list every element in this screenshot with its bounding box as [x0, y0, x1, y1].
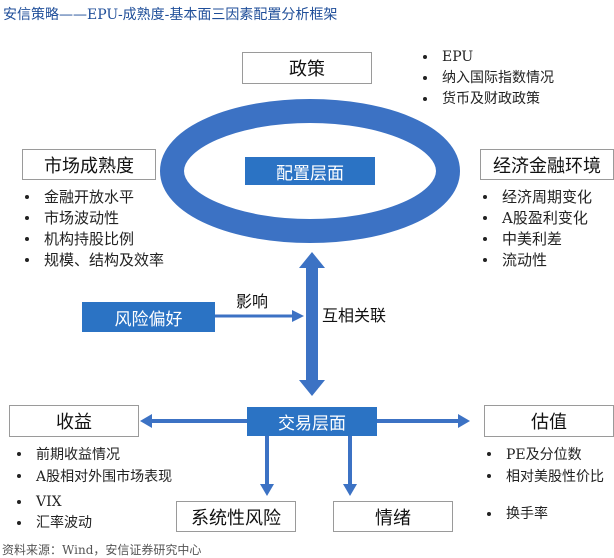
valuation-extra-item: 换手率: [484, 504, 548, 525]
returns-extra-list: VIX 汇率波动: [14, 492, 92, 534]
down-arrow-systemic-risk: [260, 436, 274, 496]
economic-environment-item: A股盈利变化: [480, 208, 592, 229]
valuation-label: 估值: [531, 412, 567, 433]
market-maturity-item: 规模、结构及效率: [22, 250, 164, 271]
valuation-list: PE及分位数 相对美股性价比: [484, 444, 604, 488]
economic-environment-item: 经济周期变化: [480, 187, 592, 208]
returns-item: 前期收益情况: [14, 444, 172, 466]
returns-list: 前期收益情况 A股相对外围市场表现: [14, 444, 172, 488]
risk-preference-label: 风险偏好: [114, 309, 183, 330]
systemic-risk-box: 系统性风险: [176, 501, 296, 532]
policy-list: EPU 纳入国际指数情况 货币及财政政策: [420, 47, 554, 110]
returns-extra-item: 汇率波动: [14, 513, 92, 534]
risk-preference-box: 风险偏好: [82, 302, 215, 332]
market-maturity-label: 市场成熟度: [44, 155, 134, 177]
returns-extra-item: VIX: [14, 492, 92, 513]
market-maturity-item: 金融开放水平: [22, 187, 164, 208]
policy-item: EPU: [420, 47, 554, 68]
valuation-item: PE及分位数: [484, 444, 604, 466]
returns-label: 收益: [56, 412, 92, 433]
interrelation-double-arrow: [299, 252, 325, 396]
policy-box: 政策: [242, 52, 372, 84]
economic-environment-list: 经济周期变化 A股盈利变化 中美利差 流动性: [480, 187, 592, 271]
returns-item: A股相对外围市场表现: [14, 466, 172, 488]
trading-level-label: 交易层面: [278, 414, 346, 434]
allocation-level-label: 配置层面: [276, 163, 344, 184]
economic-environment-box: 经济金融环境: [480, 149, 614, 180]
systemic-risk-label: 系统性风险: [191, 507, 281, 529]
source-note: 资料来源：Wind，安信证券研究中心: [2, 543, 202, 557]
policy-item: 纳入国际指数情况: [420, 68, 554, 89]
returns-box: 收益: [9, 405, 139, 437]
valuation-item: 相对美股性价比: [484, 466, 604, 488]
page-title: 安信策略——EPU-成熟度-基本面三因素配置分析框架: [3, 7, 338, 23]
market-maturity-list: 金融开放水平 市场波动性 机构持股比例 规模、结构及效率: [22, 187, 164, 271]
sentiment-label: 情绪: [375, 507, 411, 529]
market-maturity-box: 市场成熟度: [22, 149, 156, 180]
down-arrow-sentiment: [343, 436, 357, 496]
interrelation-label: 互相关联: [322, 306, 387, 325]
economic-environment-item: 流动性: [480, 250, 592, 271]
valuation-box: 估值: [484, 405, 614, 437]
allocation-level-box: 配置层面: [245, 157, 375, 185]
influence-arrow: [215, 310, 304, 322]
policy-item: 货币及财政政策: [420, 89, 554, 110]
sentiment-box: 情绪: [333, 501, 453, 532]
trading-level-box: 交易层面: [247, 407, 377, 436]
allocation-ring: [160, 99, 460, 243]
policy-label: 政策: [289, 59, 325, 80]
influence-label: 影响: [236, 292, 269, 311]
valuation-extra-list: 换手率: [484, 504, 548, 525]
market-maturity-item: 市场波动性: [22, 208, 164, 229]
economic-environment-item: 中美利差: [480, 229, 592, 250]
economic-environment-label: 经济金融环境: [493, 155, 601, 177]
market-maturity-item: 机构持股比例: [22, 229, 164, 250]
